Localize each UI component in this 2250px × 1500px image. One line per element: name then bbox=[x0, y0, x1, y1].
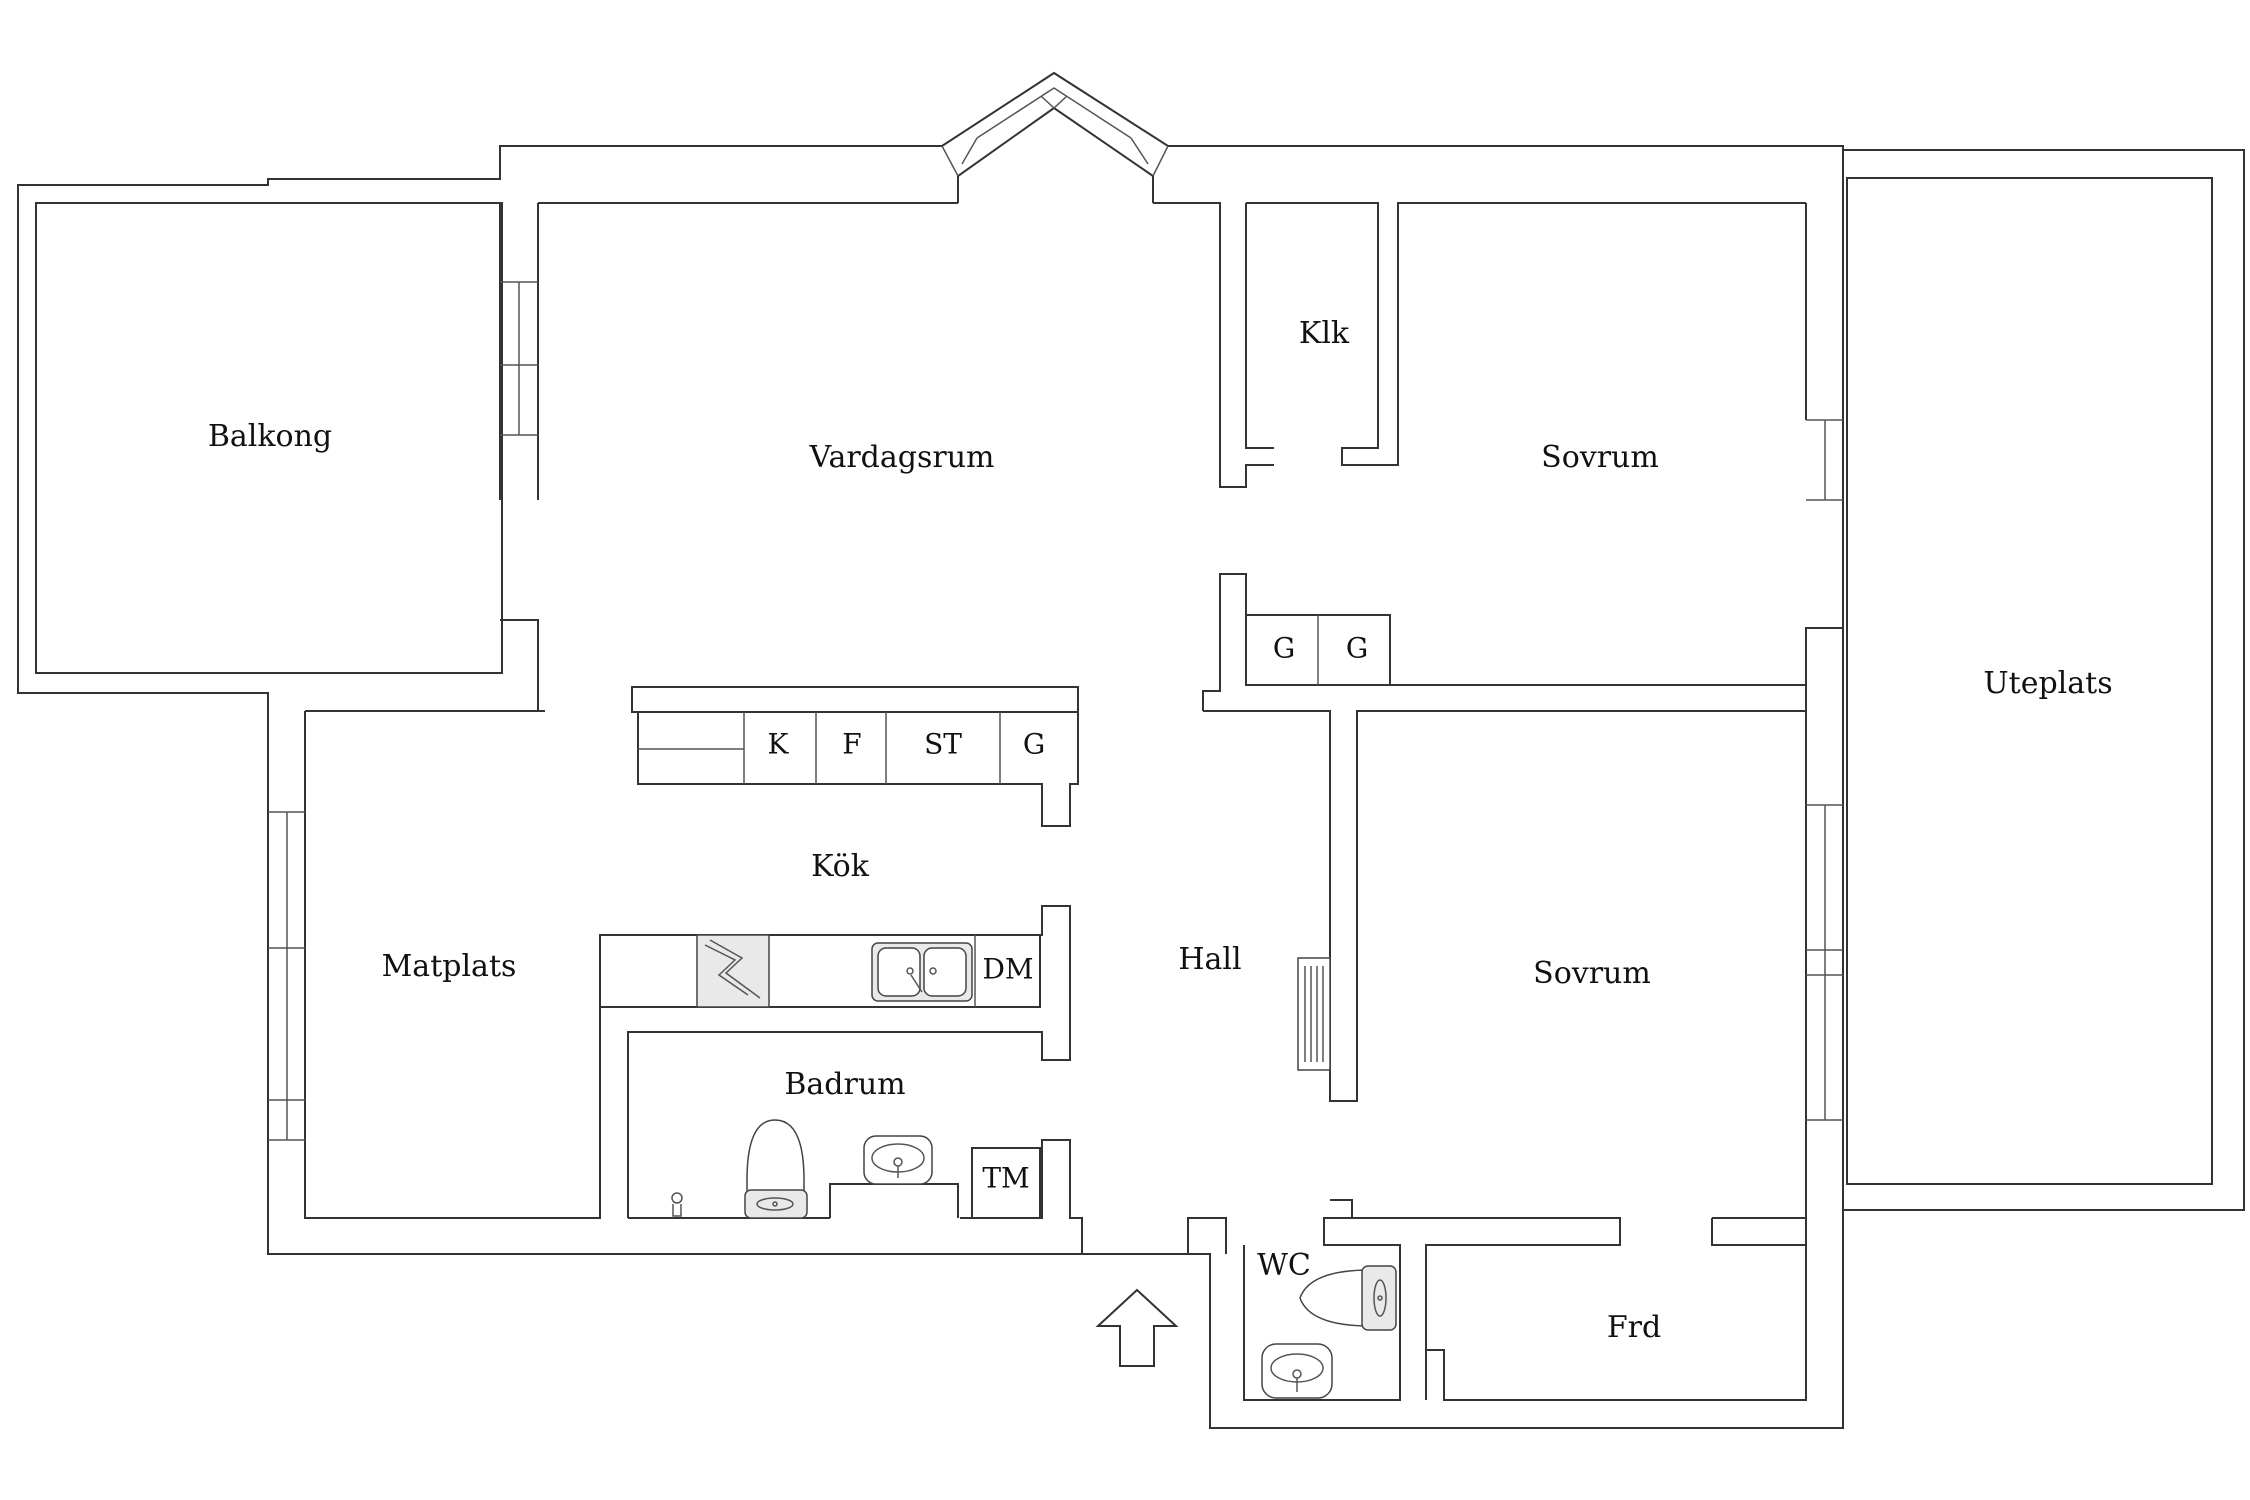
radiator-icon bbox=[1297, 957, 1331, 1071]
appliance-label-tm: TM bbox=[982, 1162, 1029, 1195]
room-label-sovrum-bottom: Sovrum bbox=[1533, 956, 1651, 991]
room-label-vardagsrum: Vardagsrum bbox=[809, 440, 995, 475]
room-label-wc: WC bbox=[1257, 1248, 1311, 1283]
outer-walls bbox=[17, 71, 2245, 1429]
kitchen-upper-counter bbox=[631, 686, 1079, 827]
balkong-area bbox=[35, 202, 503, 674]
bay-window bbox=[941, 87, 1169, 203]
kitchen-lower-counter bbox=[599, 934, 1041, 1008]
room-label-uteplats: Uteplats bbox=[1983, 666, 2112, 701]
appliance-label-dm: DM bbox=[982, 953, 1033, 986]
appliance-label-g-wardrobe-1: G bbox=[1273, 632, 1295, 665]
toilet-paper-holder-icon bbox=[671, 1192, 683, 1217]
stove-icon bbox=[696, 934, 770, 1008]
wc-fixtures bbox=[1261, 1265, 1397, 1399]
uteplats-area bbox=[1846, 177, 2213, 1185]
room-labels: Balkong Vardagsrum Klk Sovrum Uteplats K… bbox=[208, 316, 2113, 1345]
room-label-kok: Kök bbox=[811, 849, 870, 884]
kitchen-sink-icon bbox=[871, 942, 973, 1002]
toilet-icon bbox=[1299, 1265, 1397, 1331]
interior-walls bbox=[268, 150, 1844, 1401]
room-label-balkong: Balkong bbox=[208, 419, 332, 454]
appliance-label-g-kitchen: G bbox=[1023, 728, 1045, 761]
room-label-klk: Klk bbox=[1299, 316, 1350, 351]
arrow-up-icon bbox=[1095, 1288, 1179, 1367]
room-label-badrum: Badrum bbox=[784, 1067, 905, 1102]
toilet-icon bbox=[744, 1119, 808, 1219]
room-label-frd: Frd bbox=[1607, 1310, 1661, 1345]
bathroom-fixtures bbox=[671, 1119, 1041, 1219]
appliance-label-f: F bbox=[842, 728, 861, 761]
washbasin-icon bbox=[1261, 1343, 1333, 1399]
washbasin-icon bbox=[863, 1135, 933, 1185]
room-label-sovrum-top: Sovrum bbox=[1541, 440, 1659, 475]
appliance-label-st: ST bbox=[924, 728, 962, 761]
room-label-hall: Hall bbox=[1178, 942, 1241, 977]
appliance-label-k: K bbox=[768, 728, 790, 761]
appliance-label-g-wardrobe-2: G bbox=[1346, 632, 1368, 665]
room-label-matplats: Matplats bbox=[382, 949, 517, 984]
appliance-labels: K F ST G G G DM TM bbox=[768, 632, 1369, 1195]
